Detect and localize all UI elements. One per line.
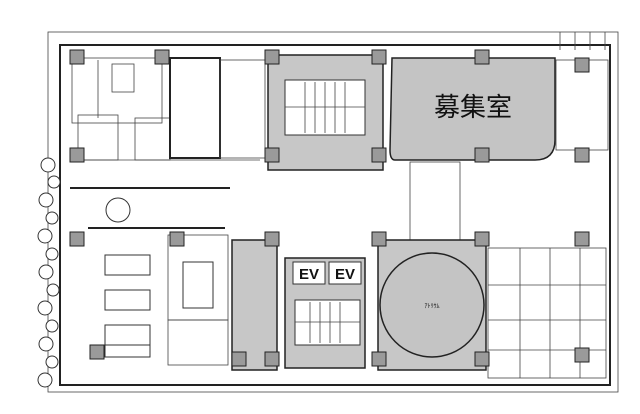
vacancy-room[interactable] xyxy=(389,57,556,161)
storage-room xyxy=(167,319,229,366)
round-table xyxy=(105,197,131,223)
office-desks xyxy=(104,254,151,358)
elevator-1 xyxy=(292,261,326,285)
stair-treads-south xyxy=(295,302,360,343)
meeting-table xyxy=(182,261,214,309)
stair-south xyxy=(294,299,361,346)
top-left-rooms xyxy=(71,57,266,161)
elevator-2-label: EV xyxy=(335,266,355,283)
elevator-1-label: EV xyxy=(299,266,319,283)
balcony-grid-top xyxy=(559,32,606,50)
service-core-south xyxy=(231,239,278,371)
corridor-connector xyxy=(409,161,461,241)
atrium-circle xyxy=(379,252,485,358)
planting-strip xyxy=(37,157,61,388)
structural-columns xyxy=(69,49,590,367)
building-outline xyxy=(59,44,611,386)
vacancy-room-label: 募集室 xyxy=(434,92,512,122)
elevator-2 xyxy=(328,261,362,285)
north-east-room xyxy=(555,59,609,151)
stair-treads-north xyxy=(285,82,365,133)
atrium-label: ｱﾄﾘｳﾑ xyxy=(424,303,439,310)
site-boundary xyxy=(47,31,619,393)
